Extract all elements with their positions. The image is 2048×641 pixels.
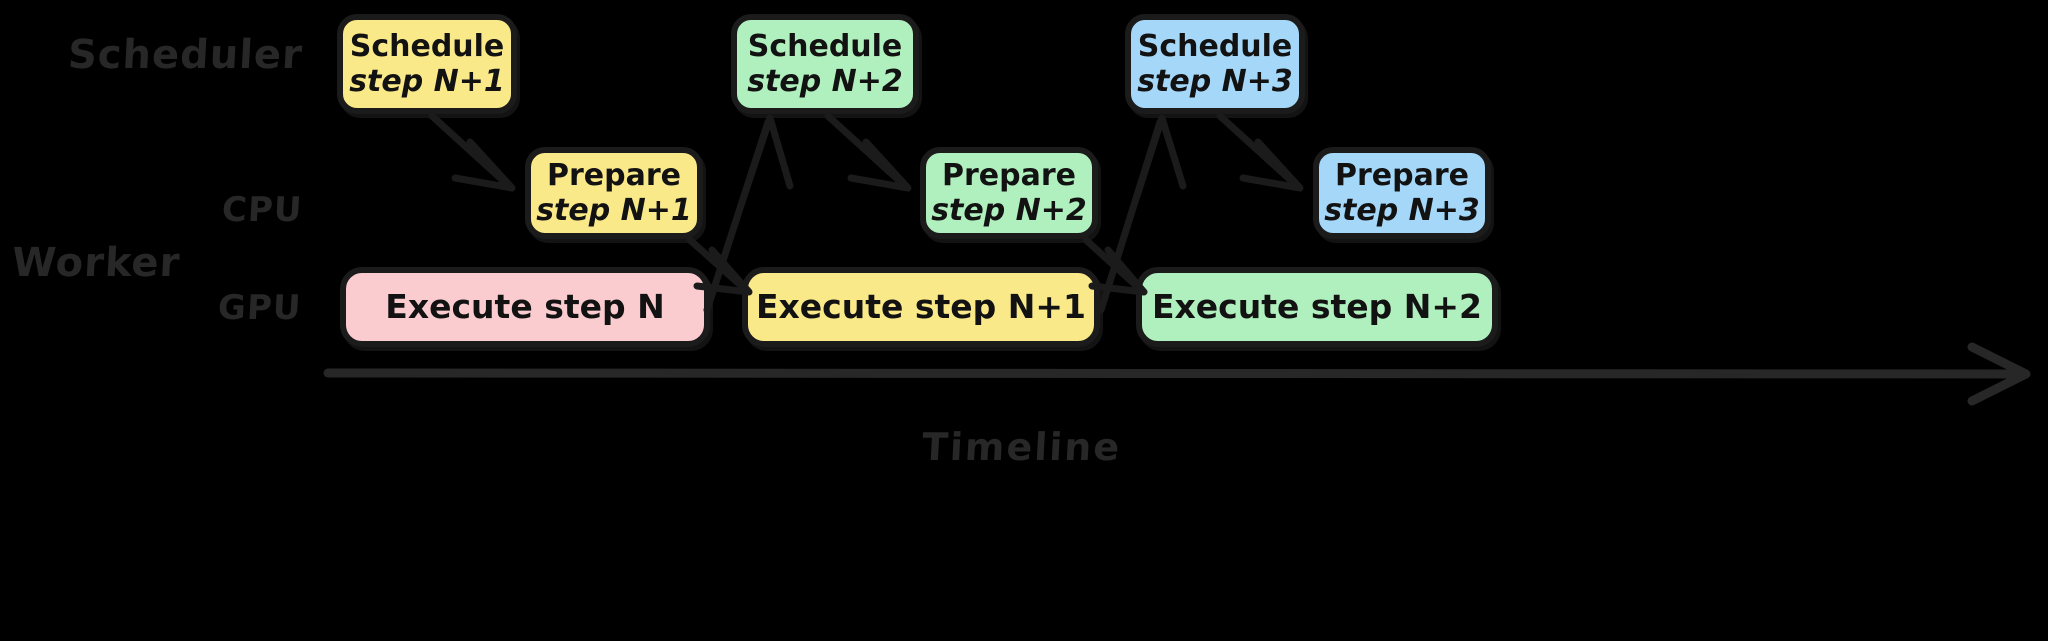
arrow-schedule-n2-to-prepare-n2	[824, 112, 912, 192]
node-line-2: step N+1	[349, 64, 505, 99]
lane-label-worker: Worker	[10, 240, 182, 286]
node-line-2: step N+1	[536, 193, 692, 228]
cpu-node-prepare-step-n3[interactable]: Prepare step N+3	[1313, 147, 1491, 239]
timeline-axis	[323, 342, 2031, 406]
node-line-1: Prepare	[1335, 157, 1469, 193]
node-line-1: Schedule	[349, 28, 505, 64]
node-line-2: step N+2	[931, 193, 1087, 228]
timeline-axis-line	[323, 368, 2027, 379]
timeline-arrowhead-icon	[1967, 342, 2031, 406]
node-line-2: step N+3	[1137, 64, 1293, 99]
node-label: Execute step N+2	[1151, 286, 1483, 326]
gpu-node-execute-step-n[interactable]: Execute step N	[340, 267, 710, 347]
arrow-schedule-n1-to-prepare-n1	[428, 112, 516, 192]
cpu-node-prepare-step-n2[interactable]: Prepare step N+2	[920, 147, 1098, 239]
gpu-node-execute-step-n2[interactable]: Execute step N+2	[1136, 267, 1498, 347]
node-label: Execute step N	[385, 286, 665, 326]
node-line-1: Schedule	[1137, 28, 1293, 64]
timeline-label: Timeline	[920, 425, 1123, 469]
gpu-node-execute-step-n1[interactable]: Execute step N+1	[742, 267, 1100, 347]
lane-label-gpu: GPU	[216, 288, 303, 328]
scheduler-node-step-n3[interactable]: Schedule step N+3	[1125, 14, 1305, 114]
lane-label-scheduler: Scheduler	[66, 32, 305, 78]
cpu-node-prepare-step-n1[interactable]: Prepare step N+1	[525, 147, 703, 239]
arrow-schedule-n3-to-prepare-n3	[1216, 112, 1304, 192]
lane-label-cpu: CPU	[220, 190, 304, 230]
node-line-1: Schedule	[747, 28, 903, 64]
node-line-1: Prepare	[547, 157, 681, 193]
node-line-2: step N+2	[747, 64, 903, 99]
scheduler-node-step-n1[interactable]: Schedule step N+1	[337, 14, 517, 114]
node-label: Execute step N+1	[755, 286, 1087, 326]
scheduler-node-step-n2[interactable]: Schedule step N+2	[731, 14, 919, 114]
node-line-2: step N+3	[1324, 193, 1480, 228]
node-line-1: Prepare	[942, 157, 1076, 193]
